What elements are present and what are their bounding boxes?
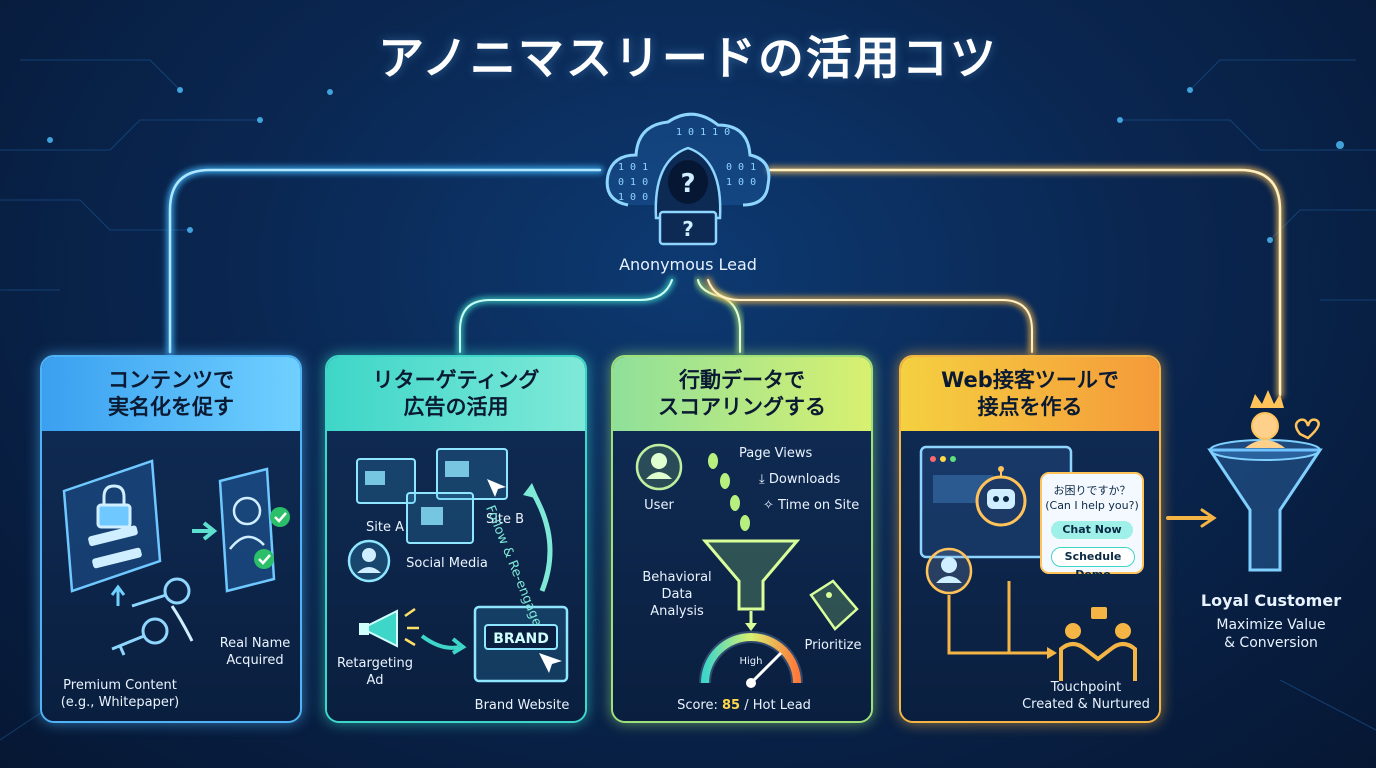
chat-now-button[interactable]: Chat Now — [1051, 521, 1133, 539]
card-2-heading-line2: 広告の活用 — [403, 395, 509, 419]
user-label: User — [644, 498, 674, 513]
svg-text:1 0 1 1 0: 1 0 1 1 0 — [676, 127, 730, 138]
svg-text:?: ? — [680, 169, 695, 199]
follow-arrow-icon — [523, 483, 553, 592]
svg-text:1 0 0: 1 0 0 — [618, 192, 648, 203]
user-avatar-icon — [635, 443, 683, 491]
brand-website-label: Brand Website — [474, 698, 570, 713]
svg-text:0 1 0: 0 1 0 — [618, 177, 648, 188]
user-avatar-icon — [347, 539, 391, 583]
site-b-label: Site B — [485, 512, 524, 527]
arrow-right-icon — [192, 521, 218, 541]
cloud-icon: 1 0 1 1 0 1 0 1 0 1 0 0 0 1 1 0 0 1 0 0 ? ? — [605, 112, 771, 246]
card-1-heading-line1: コンテンツで — [108, 368, 234, 392]
card-content-realname: コンテンツで実名化を促す — [40, 355, 302, 723]
handshake-icon — [1059, 607, 1137, 681]
card-3-heading-line1: 行動データで — [679, 368, 805, 392]
brand-text: BRAND — [493, 631, 549, 647]
card-3-heading: 行動データでスコアリングする — [613, 357, 871, 431]
cursor-icon — [487, 479, 506, 497]
lock-icon — [96, 484, 132, 529]
prioritize-label: Prioritize — [804, 638, 862, 653]
card-2-heading-line1: リターゲティング — [372, 368, 540, 392]
site-a-window — [356, 458, 416, 504]
downloads-label: ⤓ Downloads — [759, 472, 841, 487]
page-views-label: Page Views — [739, 446, 813, 461]
hooded-user-icon: ? ? — [654, 146, 722, 246]
gauge-icon — [699, 631, 803, 688]
key-icon — [111, 577, 191, 656]
robot-icon — [975, 466, 1027, 527]
user-avatar-icon — [925, 547, 973, 595]
footprints-icon — [708, 453, 750, 531]
megaphone-icon — [359, 607, 419, 648]
funnel-icon — [1207, 390, 1323, 572]
check-icon — [254, 549, 274, 569]
card-4-heading-line1: Web接客ツールで — [941, 368, 1119, 392]
loyal-customer-line1: Maximize Value — [1216, 617, 1326, 633]
card-4-heading-line2: 接点を作る — [977, 395, 1083, 419]
chat-bubble-text: お困りですか？(Can I help you?) — [1045, 484, 1139, 512]
card-web-engagement: Web接客ツールで接点を作る お困りですか？(Can I help you?) … — [899, 355, 1161, 723]
card-1-heading: コンテンツで実名化を促す — [42, 357, 300, 431]
tag-icon — [809, 579, 859, 631]
time-on-site-label: ✧ Time on Site — [763, 498, 860, 513]
social-media-label: Social Media — [406, 556, 488, 571]
svg-text:1 0 1: 1 0 1 — [618, 162, 648, 173]
svg-text:1 0 0: 1 0 0 — [726, 177, 756, 188]
loyal-customer-line2: & Conversion — [1224, 635, 1318, 651]
score-line: Score: 85 / Hot Lead — [677, 698, 811, 713]
card-retargeting: リターゲティング広告の活用 Site A Site B Social Media… — [325, 355, 587, 723]
profile-card-icon — [218, 467, 276, 593]
heart-icon — [1294, 418, 1320, 440]
check-icon — [270, 507, 290, 527]
schedule-demo-button[interactable]: Schedule Demo — [1051, 547, 1135, 581]
page-title: アノニマスリードの活用コツ — [378, 31, 998, 85]
score-value: 85 — [722, 698, 741, 713]
crown-icon — [1250, 390, 1284, 408]
svg-text:0 0 1: 0 0 1 — [726, 162, 756, 173]
anonymous-lead-label: Anonymous Lead — [619, 255, 757, 274]
funnel-icon — [701, 539, 801, 611]
arrow-right-icon — [420, 634, 467, 655]
loyal-customer-title: Loyal Customer — [1200, 591, 1342, 610]
card-1-heading-line2: 実名化を促す — [108, 395, 234, 419]
premium-content-label: Premium Content(e.g., Whitepaper) — [60, 678, 180, 710]
cursor-icon — [539, 653, 562, 673]
card-2-heading: リターゲティング広告の活用 — [327, 357, 585, 431]
svg-text:?: ? — [682, 217, 694, 241]
card-3-heading-line2: スコアリングする — [658, 395, 826, 419]
card-scoring: 行動データでスコアリングする User Page Views ⤓ Downloa… — [611, 355, 873, 723]
card-4-heading: Web接客ツールで接点を作る — [901, 357, 1159, 431]
site-a-label: Site A — [366, 520, 404, 535]
gauge-high-label: High — [739, 656, 763, 667]
